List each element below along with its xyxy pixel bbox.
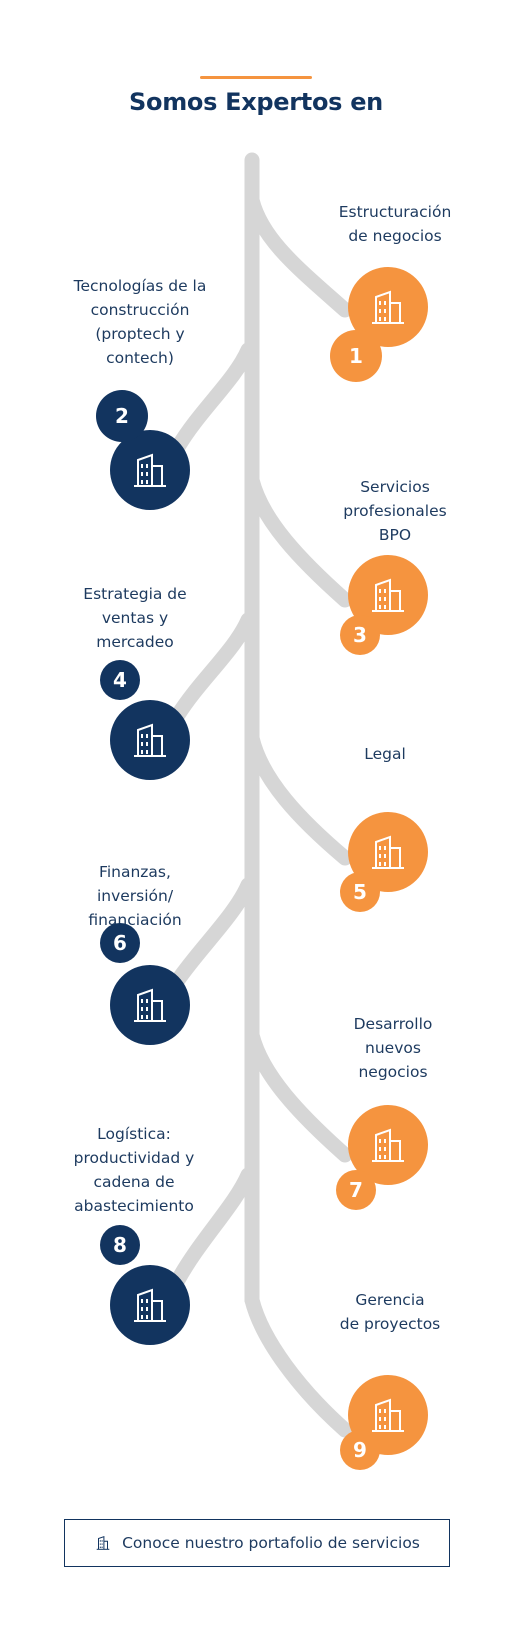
timeline-branch (244, 192, 353, 318)
service-label: Tecnologías de la construcción (proptech… (73, 277, 207, 367)
service-label: Servicios profesionales BPO (343, 478, 447, 544)
service-label: Finanzas, inversión/ financiación (88, 863, 182, 929)
timeline-branch (170, 342, 256, 455)
service-label: Desarrollo nuevos negocios (353, 1015, 433, 1081)
service-circle[interactable] (110, 700, 190, 780)
service-circle[interactable] (348, 267, 428, 347)
timeline-branch (170, 1167, 256, 1288)
building-icon (130, 1285, 170, 1325)
building-icon (94, 1534, 112, 1552)
timeline-branch (244, 1027, 353, 1163)
service-number-badge: 1 (330, 330, 382, 382)
service-label: Legal (364, 745, 406, 763)
building-icon (368, 1395, 408, 1435)
service-label: Estructuración de negocios (338, 203, 452, 245)
building-icon (130, 985, 170, 1025)
building-icon (368, 287, 408, 327)
timeline-branch (170, 612, 256, 723)
building-icon (130, 450, 170, 490)
portfolio-button-label: Conoce nuestro portafolio de servicios (122, 1534, 420, 1552)
timeline-branch (244, 730, 353, 866)
service-number-badge: 4 (100, 660, 140, 700)
service-number-badge: 8 (100, 1225, 140, 1265)
service-number-badge: 7 (336, 1170, 376, 1210)
timeline-branch (244, 1292, 353, 1438)
service-label: Estrategia de ventas y mercadeo (83, 585, 187, 651)
service-number-badge: 2 (96, 390, 148, 442)
service-label: Logística: productividad y cadena de aba… (73, 1125, 195, 1215)
timeline-branch (170, 877, 256, 988)
service-circle[interactable] (110, 1265, 190, 1345)
service-number-badge: 9 (340, 1430, 380, 1470)
service-circle[interactable] (110, 965, 190, 1045)
service-number-badge: 5 (340, 872, 380, 912)
service-label: Gerencia de proyectos (339, 1291, 441, 1333)
service-number-badge: 6 (100, 923, 140, 963)
service-number-badge: 3 (340, 615, 380, 655)
service-circle[interactable] (110, 430, 190, 510)
service-circle[interactable] (348, 555, 428, 635)
building-icon (368, 575, 408, 615)
page-title: Somos Expertos en (129, 88, 383, 116)
portfolio-button[interactable]: Conoce nuestro portafolio de servicios (64, 1519, 450, 1567)
timeline-branch (244, 472, 353, 608)
building-icon (368, 832, 408, 872)
title-accent-bar (200, 76, 312, 79)
building-icon (368, 1125, 408, 1165)
building-icon (130, 720, 170, 760)
